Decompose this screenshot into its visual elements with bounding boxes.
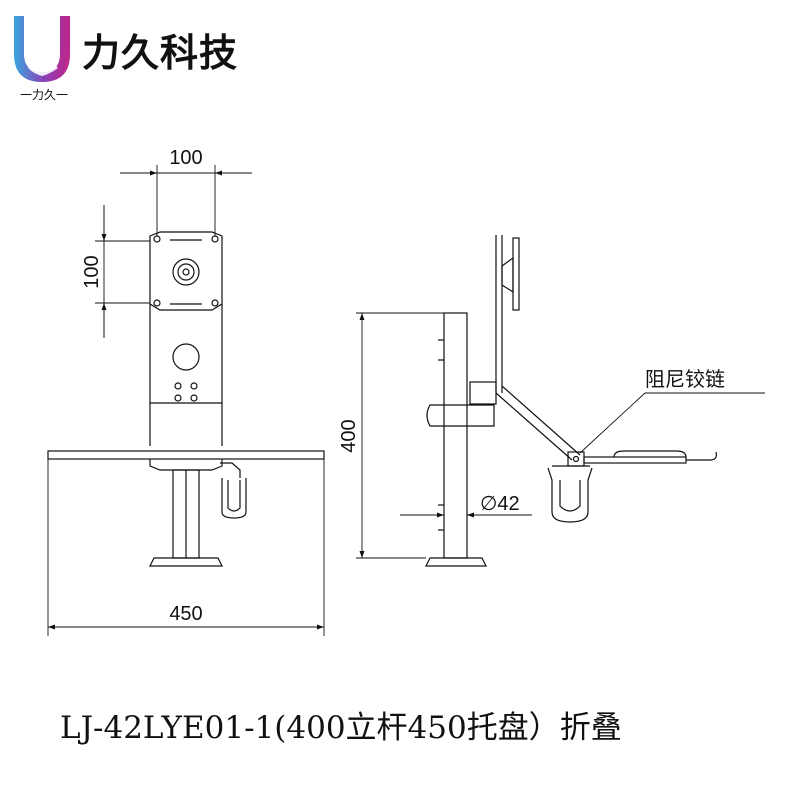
hinge-callout-label: 阻尼铰链	[645, 367, 725, 391]
pole-height-label: 400	[338, 419, 360, 452]
brand-logo-icon	[14, 16, 70, 82]
pole-diameter-label: ∅42	[480, 493, 520, 515]
tray-width-label: 450	[169, 603, 202, 625]
front-view	[47, 231, 325, 567]
brand-subtitle: 一力久一	[19, 88, 68, 102]
model-caption: LJ-42LYE01-1(400立杆450托盘）折叠	[60, 710, 622, 746]
vesa-plate	[149, 231, 223, 311]
tray-side	[583, 456, 687, 464]
vesa-width-label: 100	[169, 147, 202, 169]
brand-name: 力久科技	[82, 31, 239, 75]
pole-side	[443, 312, 468, 559]
vesa-height-label: 100	[81, 255, 103, 288]
side-view	[425, 235, 717, 567]
tray-front	[47, 450, 325, 460]
